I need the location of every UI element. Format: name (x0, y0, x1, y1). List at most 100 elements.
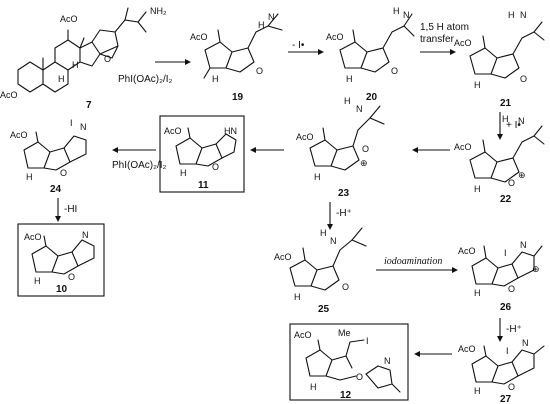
compound-26-structure: AcO N I ⊕ O H 26 (458, 240, 543, 313)
compound-label-7: 7 (86, 100, 92, 111)
minus-i-label: - I• (292, 40, 305, 51)
n-label-10: N (82, 230, 89, 240)
h-label-10: H (34, 276, 41, 286)
h-label-27: H (474, 386, 481, 396)
compound-23-structure: AcO N H O ⊕ H 23 (296, 96, 385, 199)
aco-label-23: AcO (296, 132, 314, 142)
compound-label-23: 23 (338, 188, 350, 199)
aco-label-25: AcO (274, 252, 292, 262)
nh2-label-7: NH₂ (150, 6, 167, 16)
compound-12-box (289, 323, 409, 401)
reagent-label-2: PhI(OAc)₂/I₂ (112, 160, 167, 171)
o-label-20: O (391, 66, 398, 76)
i-label-24: I (70, 118, 73, 128)
me-label-12: Me (338, 328, 351, 338)
h-label-25b: H (294, 292, 301, 302)
h-label-19b: H (212, 74, 219, 84)
i-label-12: I (366, 336, 369, 346)
h-label-22: H (502, 114, 509, 124)
i-label-26: I (504, 248, 507, 258)
plus-i-label: + I• (506, 120, 521, 131)
compound-22-structure: AcO N H O ⊕ H 22 (454, 114, 545, 205)
compound-label-11: 11 (198, 180, 209, 191)
h-label-21b: H (474, 80, 481, 90)
compound-label-22: 22 (500, 194, 512, 205)
hn-label-11: HN (224, 126, 237, 136)
h-label-7a: H (58, 74, 65, 84)
i-label-27: I (506, 346, 509, 356)
compound-11-structure: AcO HN O H 11 (164, 126, 237, 191)
aco-label-27: AcO (458, 344, 476, 354)
compound-label-20: 20 (366, 92, 378, 103)
o-label-26: O (508, 284, 515, 294)
h-label-12: H (310, 382, 317, 392)
o-label-11: O (212, 162, 219, 172)
arrowhead-23-to-11 (250, 147, 256, 153)
aco-label-7: AcO (60, 14, 78, 24)
h-label-25: H (320, 228, 327, 238)
n-label-21: N (520, 10, 527, 20)
n-label-24: N (80, 122, 87, 132)
arrowhead-25-to-26 (452, 267, 458, 273)
o-label-24: O (60, 168, 67, 178)
iodoamination-label: iodoamination (384, 256, 442, 267)
arrowhead-20-to-21 (450, 49, 456, 55)
compound-21-structure: AcO N H O H 21 (454, 10, 545, 109)
arrowhead-19-to-20 (318, 49, 324, 55)
hat-label-2: transfer (420, 34, 455, 45)
hat-label-1: 1,5 H atom (420, 22, 469, 33)
arrowhead-26-to-27 (497, 336, 503, 342)
compound-10-box (17, 223, 105, 297)
aco-label-10: AcO (24, 232, 42, 242)
h-label-22b: H (474, 184, 481, 194)
compound-label-26: 26 (500, 302, 512, 313)
n-label-27: N (522, 338, 529, 348)
arrowhead-7-to-19 (185, 59, 191, 65)
h-label-20: H (393, 6, 400, 16)
h-label-11: H (180, 168, 187, 178)
h-label-26: H (474, 288, 481, 298)
arrowhead-27-to-12 (414, 351, 420, 357)
reagent-label-1: PhI(OAc)₂/I₂ (118, 74, 173, 85)
o-label-19: O (256, 66, 263, 76)
aco-label-22: AcO (454, 142, 472, 152)
compound-24-structure: AcO N I O H 24 (10, 118, 87, 195)
compound-25-structure: AcO N H O H 25 (274, 227, 367, 315)
minus-hi-label: -HI (64, 204, 77, 215)
o-label-21: O (520, 74, 527, 84)
aco-label-20: AcO (326, 32, 344, 42)
aco-label-26: AcO (458, 246, 476, 256)
o-label-27: O (508, 382, 515, 392)
compound-label-19: 19 (232, 92, 244, 103)
compound-20-structure: AcO N H O H 20 (326, 6, 415, 103)
o-label-7: O (104, 54, 111, 64)
h-label-21: H (508, 10, 515, 20)
compound-27-structure: AcO N I O H 27 (458, 338, 545, 404)
o-label-25: O (342, 282, 349, 292)
n-label-26: N (520, 240, 527, 250)
h-label-23b: H (314, 172, 321, 182)
plus-label-22: ⊕ (518, 170, 526, 180)
h-label-19: H (258, 20, 265, 30)
compound-10-structure: AcO N O H 10 (24, 230, 95, 295)
h-label-7b: H (72, 60, 79, 70)
compound-label-27: 27 (500, 394, 512, 404)
n-label-22: N (518, 116, 525, 126)
aco-label-19: AcO (190, 32, 208, 42)
n-label-25: N (330, 236, 337, 246)
arrowhead-21-to-22 (497, 134, 503, 140)
arrowhead-24-to-10 (55, 216, 61, 222)
minus-h-label-1: -H⁺ (336, 208, 352, 219)
arrowhead-22-to-23 (412, 147, 418, 153)
compound-label-10: 10 (56, 284, 68, 295)
aco-label-24: AcO (10, 130, 28, 140)
aco-label-12: AcO (294, 330, 312, 340)
h-label-23: H (344, 96, 351, 106)
n-label-12: N (384, 356, 391, 366)
minus-h-label-2: -H⁺ (506, 324, 522, 335)
arrowhead-23-to-25 (327, 224, 333, 230)
compound-19-structure: AcO N H O H 19 (190, 12, 283, 103)
o-label-10: O (68, 272, 75, 282)
aco-label-21: AcO (454, 38, 472, 48)
